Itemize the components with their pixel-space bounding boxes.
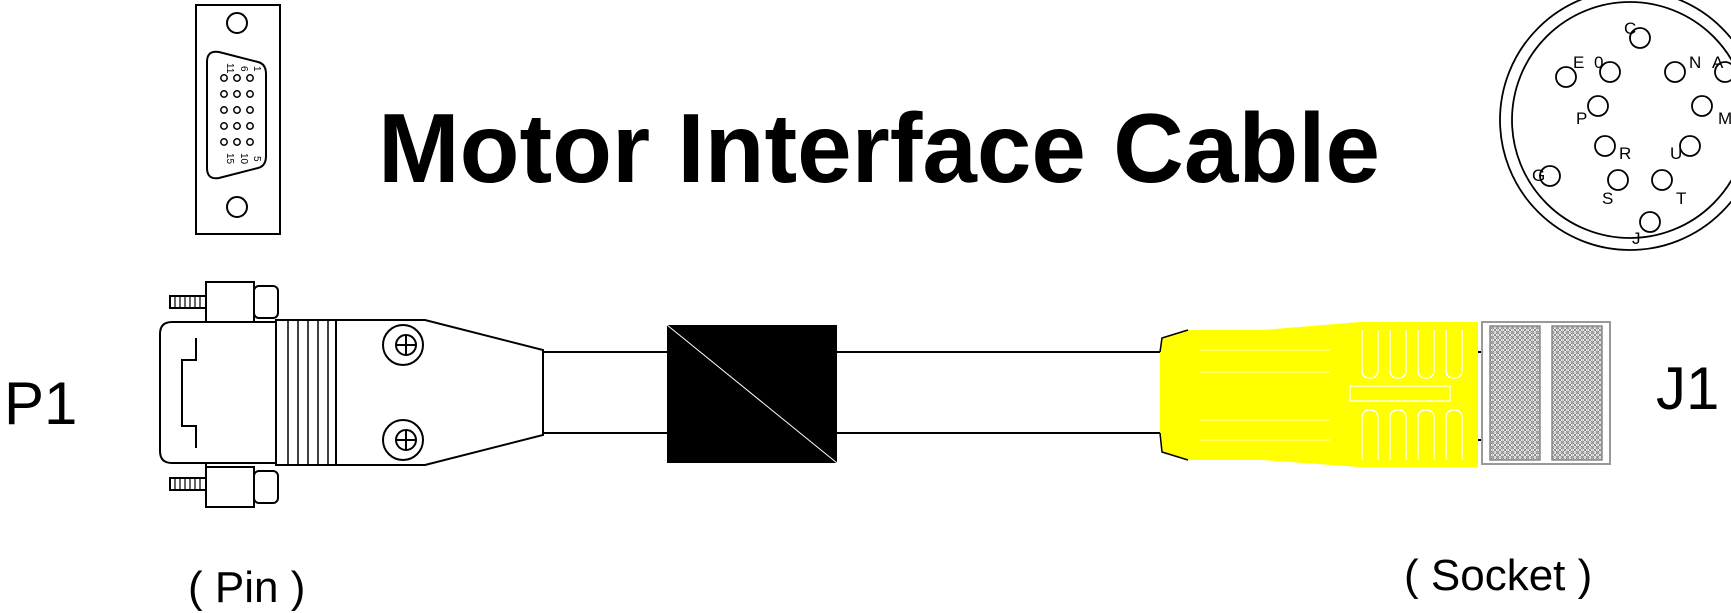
j1-label: J1 [1656, 355, 1719, 422]
backshell-screw-bottom [382, 419, 424, 461]
db15-pin11-label: 11 [224, 63, 235, 74]
db15-pin5-label: 5 [251, 156, 262, 162]
circular-connector-body [1159, 322, 1488, 467]
cable [543, 351, 1160, 434]
cable-label-block [666, 324, 838, 464]
circular-pin-t-label: T [1676, 189, 1686, 208]
circular-pin-u-contact [1679, 135, 1701, 157]
db15-pin6-label: 6 [238, 66, 249, 72]
db15-mount-hole-bottom [226, 196, 248, 218]
coupling-nut [1481, 321, 1611, 465]
circular-pin-g-label: G [1532, 166, 1545, 185]
db15-face-outline [195, 4, 281, 235]
db15-side-connector [159, 281, 544, 508]
circular-pin-j-label: J [1632, 229, 1641, 248]
circular-pin-r-contact [1594, 135, 1616, 157]
circular-pin-p-contact [1587, 95, 1609, 117]
circular-pin-s-label: S [1602, 189, 1613, 208]
circular-pin-a-label: A [1712, 53, 1724, 72]
circular-pin-0-contact [1599, 61, 1621, 83]
j1-gender-label: ( Socket ) [1404, 551, 1592, 600]
ribbed-body [275, 319, 337, 466]
circular-pin-e-contact [1555, 66, 1577, 88]
db15-pin1-label: 1 [251, 66, 262, 72]
circular-pin-s-contact [1607, 169, 1629, 191]
d-sub-shell [159, 321, 277, 464]
circular-pin-r-label: R [1619, 144, 1631, 163]
circular-pin-m-contact [1691, 95, 1713, 117]
circular-pin-m-label: M [1718, 109, 1731, 128]
diagram-title: Motor Interface Cable [378, 93, 1380, 203]
db15-d-shell [206, 50, 267, 180]
circular-pin-g-contact [1539, 165, 1561, 187]
circular-face-inner-ring [1511, 1, 1731, 239]
db15-face-view [195, 4, 281, 235]
circular-pin-0-label: 0 [1594, 53, 1603, 72]
circular-pin-t-contact [1651, 169, 1673, 191]
backshell-screw-top [382, 324, 424, 366]
circular-pin-c-label: C [1624, 19, 1636, 38]
circular-pin-c-contact [1629, 27, 1651, 49]
circular-pin-n-label: N [1689, 53, 1701, 72]
circular-pin-n-contact [1664, 61, 1686, 83]
yellow-body-grips [1200, 330, 1463, 460]
circular-connector-face [1499, 0, 1731, 251]
backshell [335, 319, 544, 466]
db15-pin-grid [220, 74, 254, 146]
p1-gender-label: ( Pin ) [188, 563, 305, 612]
circular-pin-j-contact [1639, 211, 1661, 233]
circular-pin-a-contact [1714, 61, 1731, 83]
db15-pin10-label: 10 [238, 153, 249, 165]
p1-label: P1 [4, 370, 77, 437]
circular-pin-e-label: E [1573, 53, 1584, 72]
db15-mount-hole-top [226, 12, 248, 34]
circular-face-outer-ring [1499, 0, 1731, 251]
circular-pin-u-label: U [1670, 144, 1682, 163]
jack-screw-bottom [169, 451, 279, 508]
circular-pin-p-label: P [1576, 109, 1587, 128]
d-sub-shell-step [181, 338, 197, 448]
db15-pin15-label: 15 [224, 153, 235, 165]
